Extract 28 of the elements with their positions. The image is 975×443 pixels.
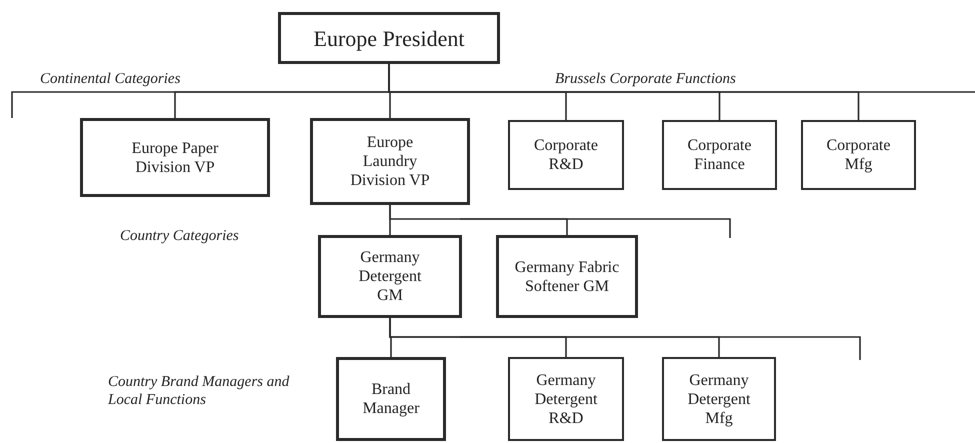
position-title: Europe Paper Division VP [130, 138, 220, 176]
position-box [318, 235, 462, 318]
position-box [662, 357, 776, 441]
position-title: Germany Fabric Softener GM [514, 258, 620, 296]
position-title: Corporate Finance [686, 136, 752, 174]
position-title: Brand Manager [362, 380, 420, 418]
org-connector [389, 205, 568, 235]
position-box [508, 357, 624, 441]
position-title: Germany Detergent R&D [534, 370, 598, 428]
tier-label: Continental Categories [40, 70, 180, 88]
position-box [310, 118, 470, 205]
position-title: Germany Detergent Mfg [686, 370, 752, 428]
position-title: Europe Laundry Division VP [349, 133, 431, 190]
position-box [80, 118, 270, 197]
tier-label: Country Categories [120, 227, 239, 245]
position-box [278, 12, 500, 64]
tier-label: Brussels Corporate Functions [555, 70, 736, 88]
position-title: Corporate R&D [533, 136, 599, 174]
tier-label: Country Brand Managers and Local Functions [108, 373, 290, 409]
position-box [496, 235, 638, 318]
position-box [662, 120, 777, 190]
position-box [336, 357, 446, 441]
position-box [508, 120, 624, 190]
position-title: Germany Detergent GM [358, 248, 422, 305]
position-title: Europe President [314, 26, 464, 50]
position-box [801, 120, 916, 190]
org-connector [389, 318, 720, 357]
position-title: Corporate Mfg [826, 136, 892, 174]
